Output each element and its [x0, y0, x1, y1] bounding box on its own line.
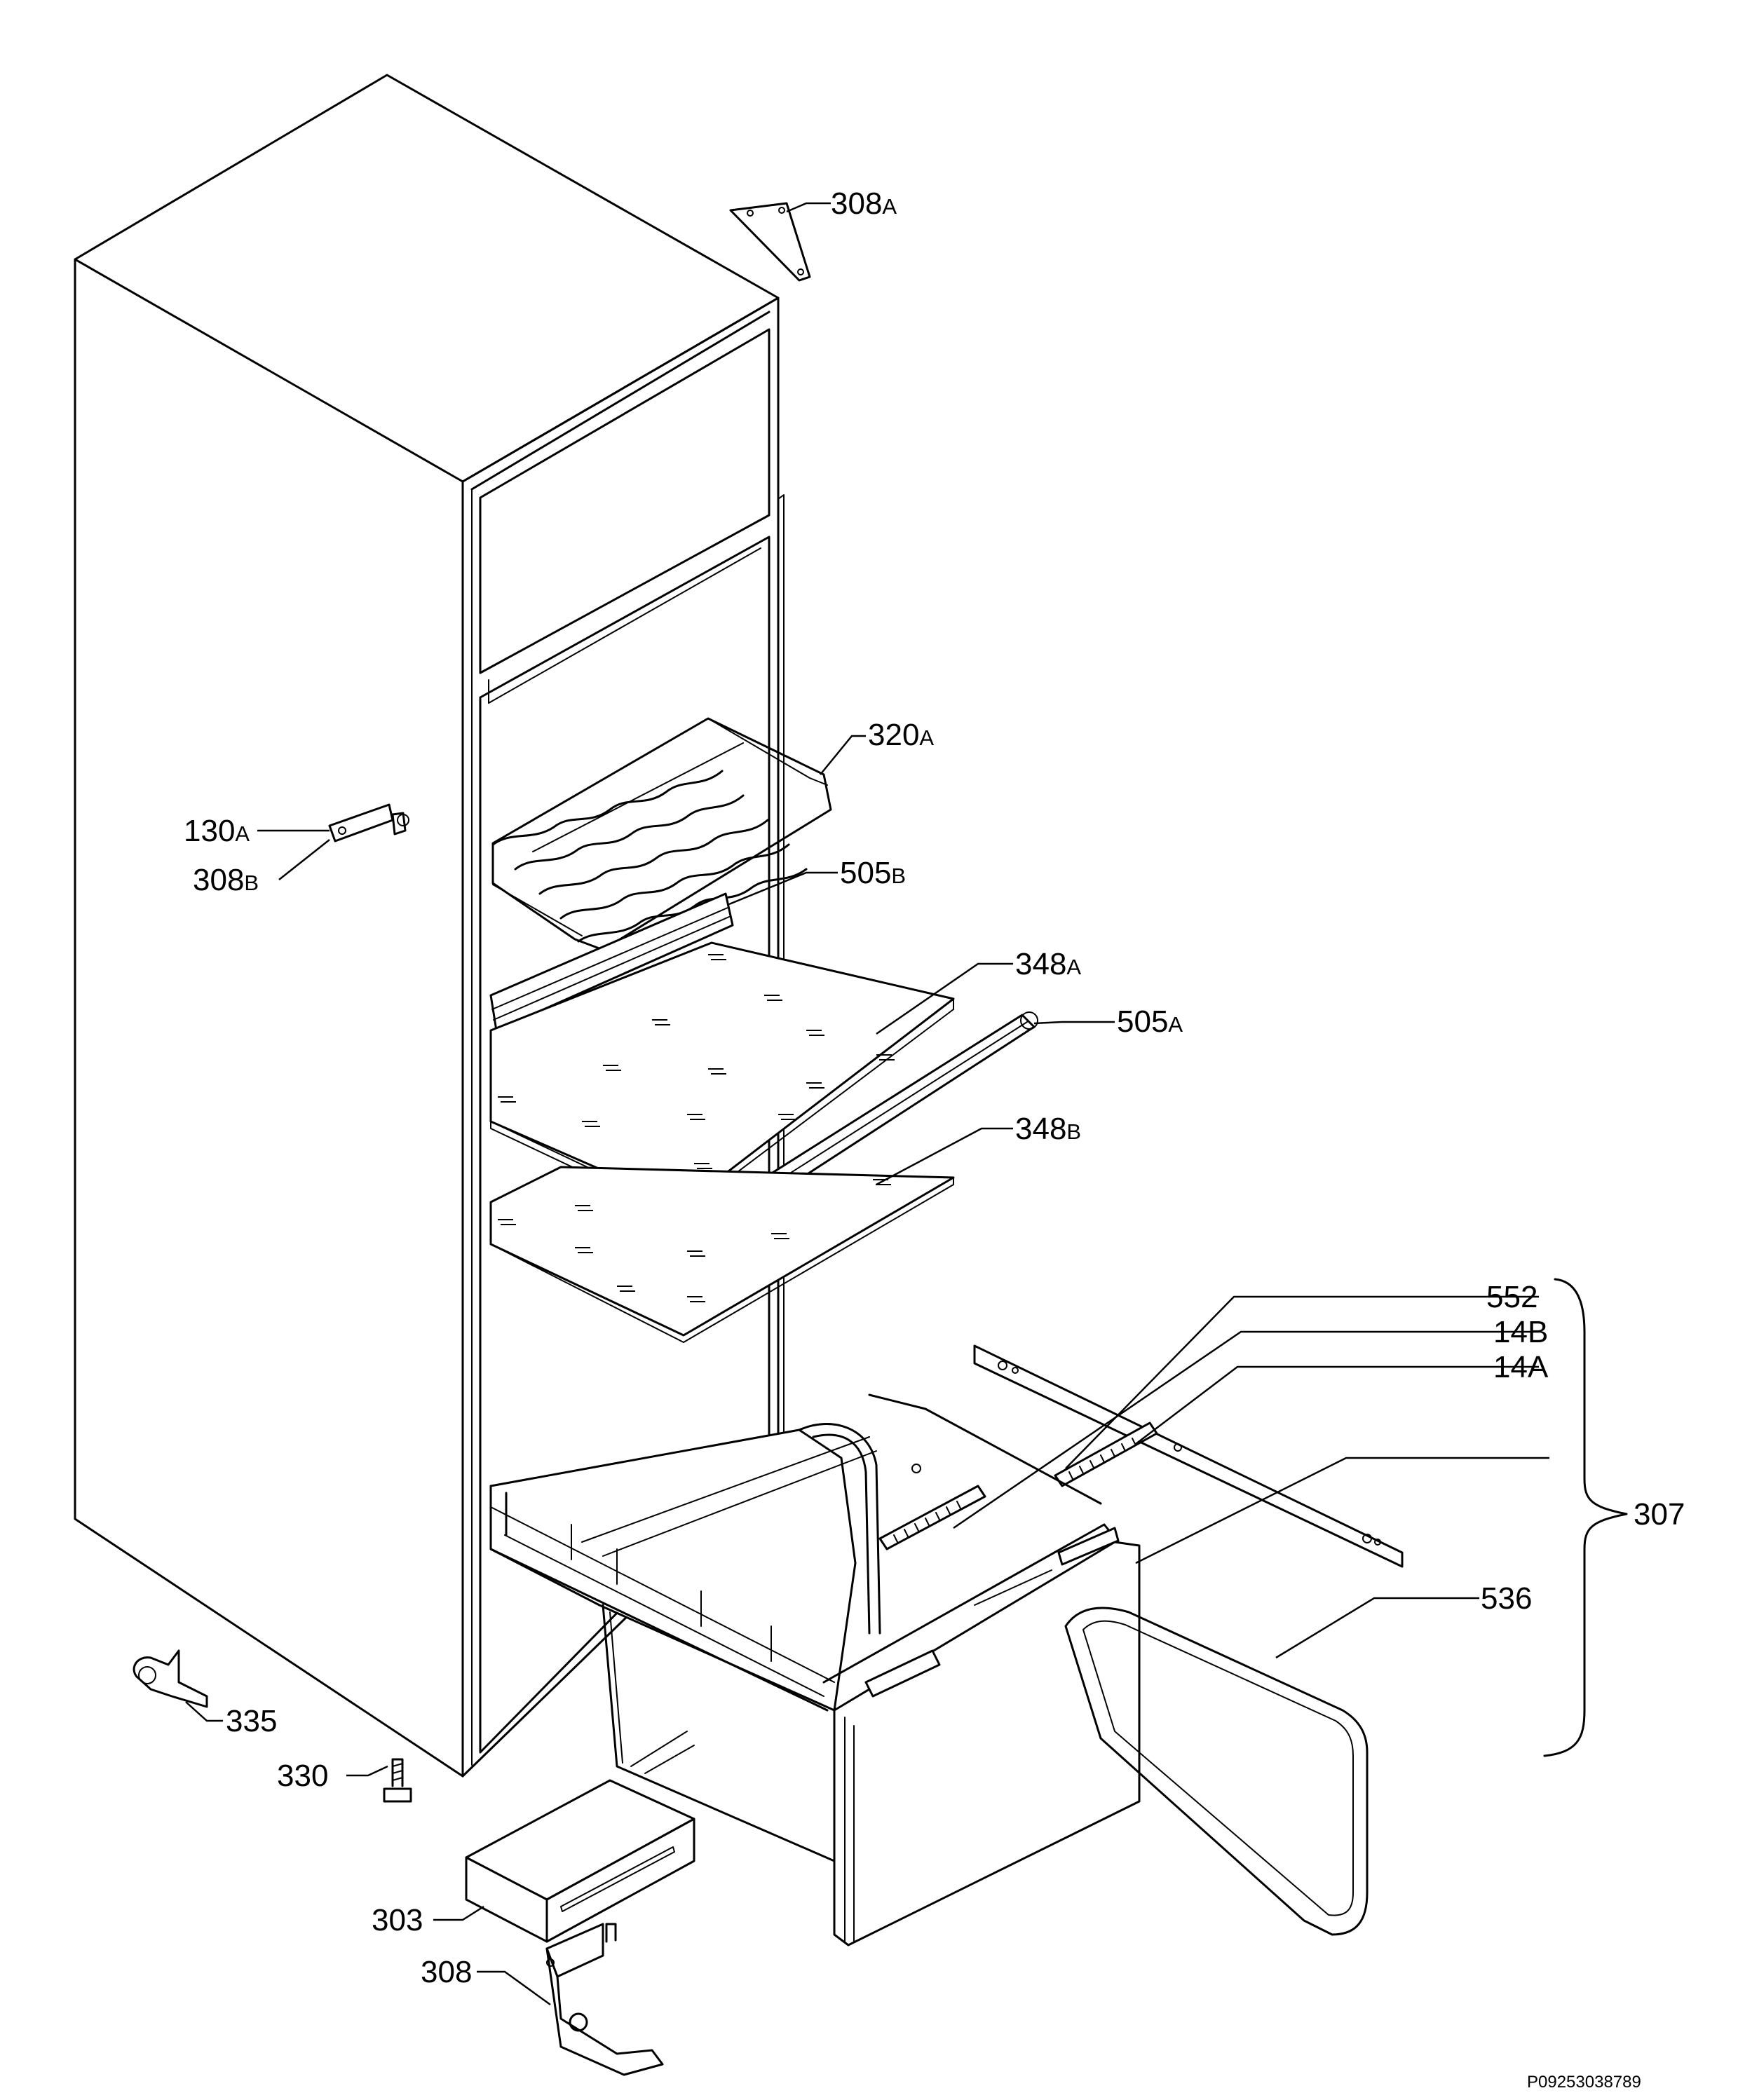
callout-14b: 14B	[1493, 1315, 1548, 1349]
wine-rack-320a	[491, 717, 832, 951]
callout-348b: 348B	[1015, 1112, 1081, 1146]
middle-hinge-130a	[328, 803, 409, 843]
callout-505a: 505A	[1117, 1004, 1183, 1039]
callout-14a: 14A	[1493, 1350, 1549, 1384]
callout-536: 536	[1481, 1581, 1532, 1616]
brace-307	[1543, 1278, 1628, 1757]
callout-348a: 348A	[1015, 947, 1081, 981]
drawer-frame-536	[1064, 1607, 1369, 1936]
callout-330: 330	[277, 1759, 328, 1793]
callout-335: 335	[226, 1704, 277, 1738]
cabinet-body	[74, 74, 785, 1778]
callout-307: 307	[1634, 1497, 1685, 1532]
shelf-trim-505b	[489, 892, 734, 1032]
bottom-hinge-308	[545, 1923, 664, 2076]
adjustable-foot-335	[133, 1649, 208, 1708]
top-hinge-308a	[729, 202, 811, 282]
callout-labels: 308A 320A 130A 308B 505B 348A 505A 348B …	[184, 186, 1685, 2092]
drawer-rail-552	[973, 1344, 1404, 1568]
shelf-glass-marks	[498, 954, 895, 1302]
callout-308: 308	[421, 1955, 472, 1989]
glass-shelf-348b	[489, 1166, 955, 1343]
crisper-drawer-307	[489, 1393, 1141, 1946]
callout-505b: 505B	[840, 856, 906, 890]
screw-330	[383, 1758, 412, 1803]
drawing-code: P09253038789	[1527, 2073, 1641, 2092]
callout-320a: 320A	[868, 718, 934, 752]
callout-308a: 308A	[831, 186, 897, 221]
callout-130a: 130A	[184, 814, 250, 848]
callout-303: 303	[372, 1903, 423, 1937]
callout-552: 552	[1486, 1280, 1537, 1314]
clip-14b	[878, 1485, 986, 1550]
callout-308b: 308B	[193, 863, 259, 897]
clip-14a	[1054, 1421, 1158, 1487]
plinth-cover-303	[465, 1779, 695, 1943]
leader-lines	[185, 202, 1549, 2006]
